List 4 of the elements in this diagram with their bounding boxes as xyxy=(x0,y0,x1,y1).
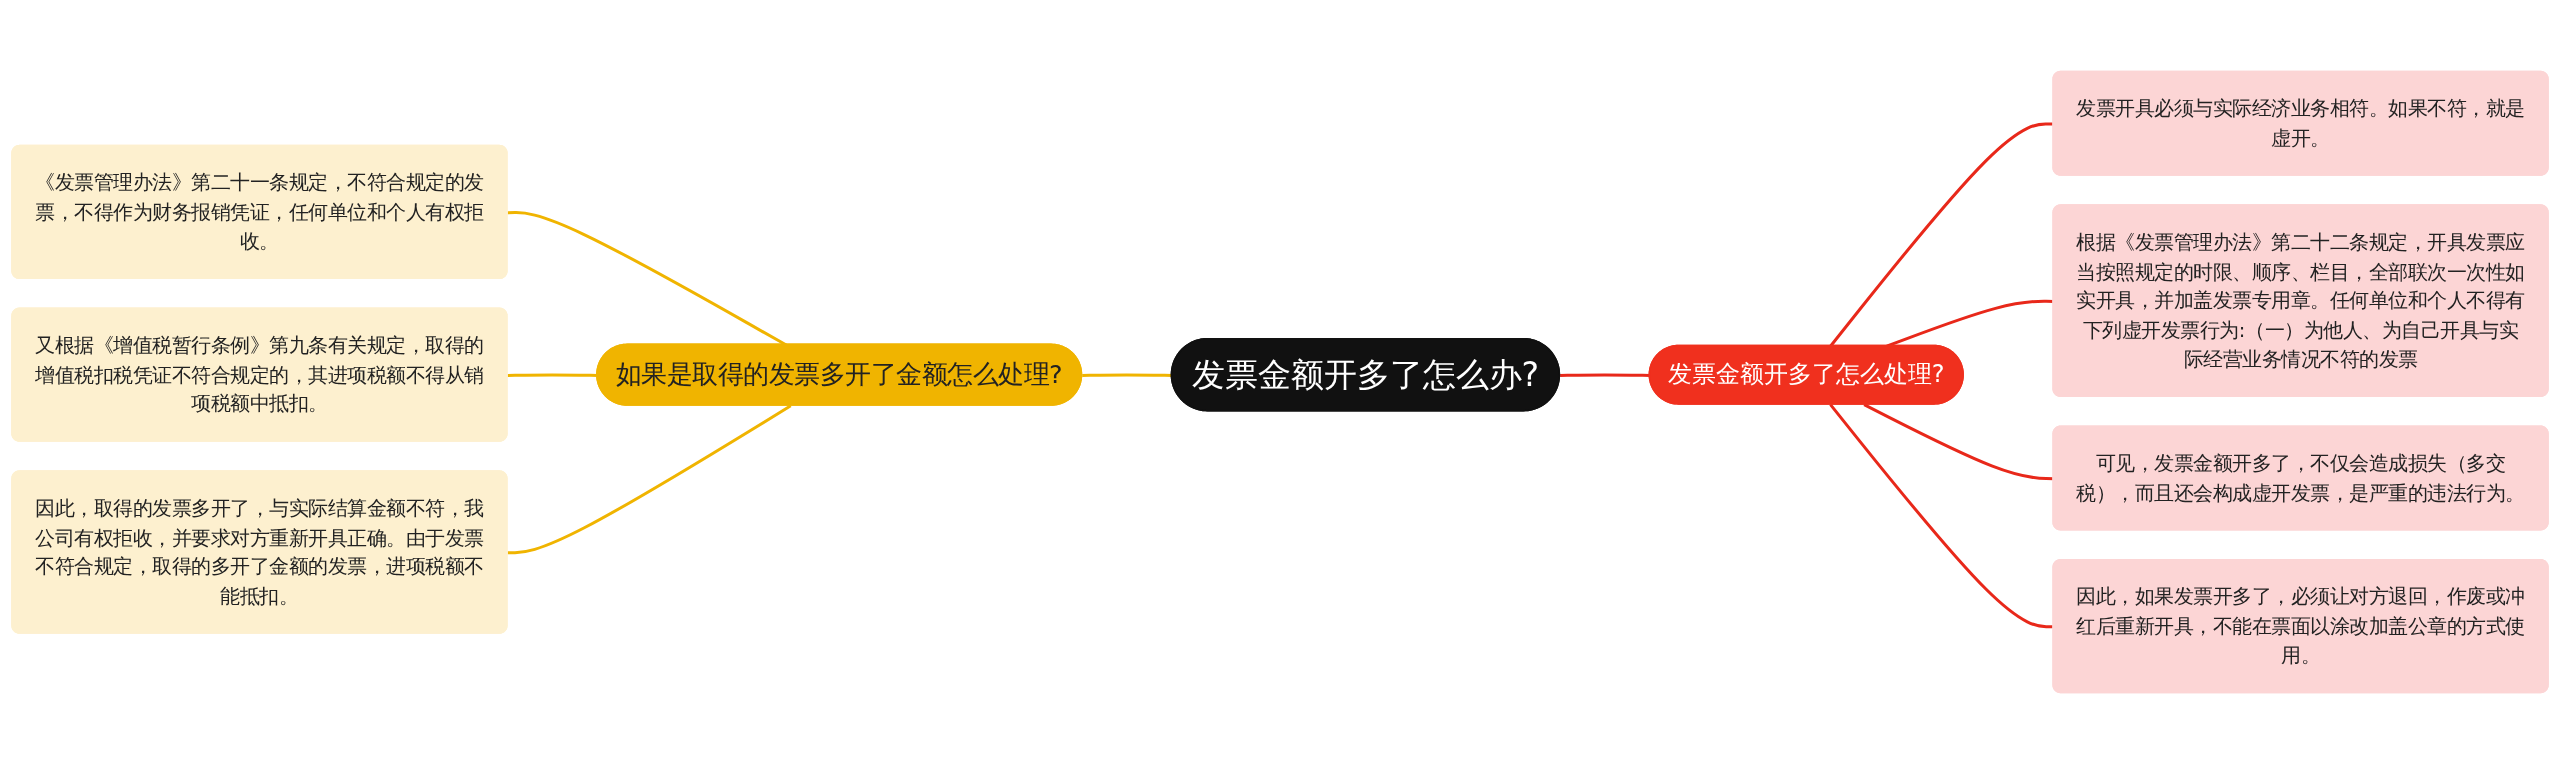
connector xyxy=(507,373,598,377)
connector xyxy=(1863,403,2054,481)
connector xyxy=(1829,403,2054,629)
connector xyxy=(507,404,792,555)
